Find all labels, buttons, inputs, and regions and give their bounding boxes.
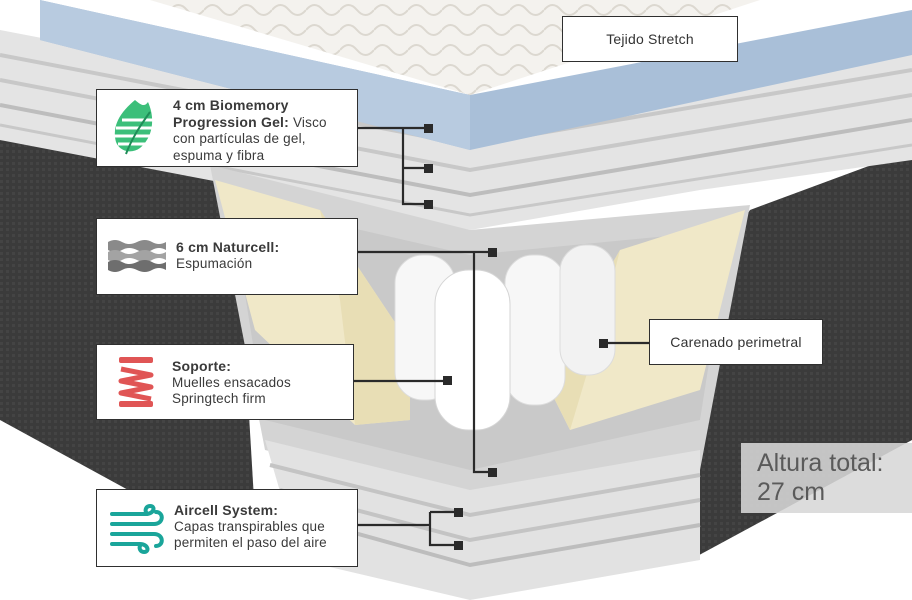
- leaf-gel-icon: [114, 100, 154, 155]
- wave-foam-icon: [108, 240, 166, 272]
- soporte-title: Soporte:: [172, 358, 232, 374]
- biomemory-title-2: Progression Gel:: [173, 113, 290, 130]
- aircell-title: Aircell System:: [174, 502, 279, 518]
- leader-naturcell: [357, 250, 492, 474]
- leader-lines: [354, 126, 650, 547]
- soporte-desc-1: Muelles ensacados: [172, 374, 291, 390]
- label-biomemory: 4 cm Biomemory Progression Gel: Visco co…: [96, 89, 358, 167]
- naturcell-desc: Espumación: [176, 255, 253, 271]
- edge-foam-right: [545, 210, 745, 430]
- label-tejido-stretch: Tejido Stretch: [562, 16, 738, 62]
- label-soporte: Soporte: Muelles ensacados Springtech fi…: [96, 344, 354, 420]
- air-flow-icon: [110, 504, 164, 554]
- leader-biomemory: [357, 126, 428, 206]
- leader-aircell: [357, 510, 458, 547]
- soporte-desc-2: Springtech firm: [172, 391, 266, 406]
- biomemory-desc-4: espuma y fibra: [173, 147, 265, 163]
- total-height-label: Altura total:: [757, 449, 884, 477]
- spring-icon: [118, 357, 154, 407]
- label-carenado-perimetral: Carenado perimetral: [649, 319, 823, 365]
- biomemory-title-1: 4 cm Biomemory: [173, 97, 289, 113]
- label-tejido-text: Tejido Stretch: [606, 31, 694, 47]
- aircell-desc-1: Capas transpirables que: [174, 518, 325, 534]
- total-height-value: 27 cm: [757, 478, 826, 506]
- aircell-desc-2: permiten el paso del aire: [174, 535, 327, 550]
- bottom-foam-stack: [265, 440, 700, 600]
- biomemory-desc-3: con partículas de gel,: [173, 131, 306, 146]
- label-carenado-text: Carenado perimetral: [670, 334, 802, 350]
- label-naturcell: 6 cm Naturcell: Espumación: [96, 218, 358, 295]
- label-aircell: Aircell System: Capas transpirables que …: [96, 489, 358, 567]
- total-height-box: Altura total: 27 cm: [741, 443, 912, 513]
- leader-dots: [424, 124, 608, 550]
- biomemory-desc-2: Visco: [289, 114, 327, 130]
- naturcell-title: 6 cm Naturcell:: [176, 239, 280, 255]
